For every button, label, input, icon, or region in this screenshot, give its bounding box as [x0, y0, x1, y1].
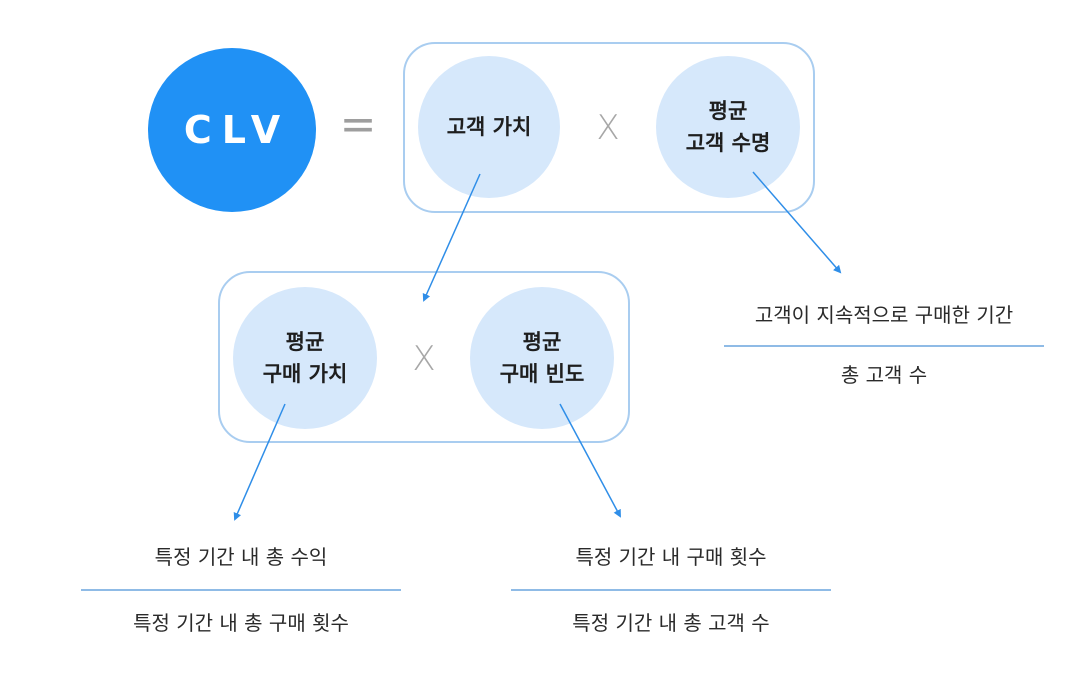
lifetime-denominator: 총 고객 수: [840, 363, 928, 387]
avg-lifetime-line2: 고객 수명: [685, 131, 771, 155]
times-sign-top: X: [596, 108, 620, 148]
purchase-value-fraction-bar: [81, 589, 401, 591]
lifetime-fraction-bar: [724, 345, 1044, 347]
avg-purchase-freq-line1: 평균: [522, 330, 562, 354]
avg-purchase-value-bubble: 평균 구매 가치: [233, 287, 377, 429]
purchase-freq-numerator: 특정 기간 내 구매 횟수: [575, 545, 767, 569]
avg-lifetime-line1: 평균: [708, 99, 748, 123]
clv-factors-box: [403, 42, 815, 213]
avg-lifetime-bubble: 평균 고객 수명: [656, 56, 800, 198]
customer-value-label: 고객 가치: [446, 115, 532, 139]
clv-circle: CLV: [148, 48, 316, 212]
avg-purchase-freq-line2: 구매 빈도: [499, 362, 585, 386]
times-sign-bottom: X: [412, 339, 436, 379]
equals-sign: =: [339, 99, 377, 150]
customer-value-bubble: 고객 가치: [418, 56, 560, 198]
purchase-freq-fraction-bar: [511, 589, 831, 591]
purchase-value-denominator: 특정 기간 내 총 구매 횟수: [133, 611, 349, 635]
avg-purchase-freq-bubble: 평균 구매 빈도: [470, 287, 614, 429]
avg-purchase-value-line1: 평균: [285, 330, 325, 354]
avg-purchase-value-line2: 구매 가치: [262, 362, 348, 386]
clv-label: CLV: [183, 108, 291, 152]
purchase-value-numerator: 특정 기간 내 총 수익: [154, 545, 328, 569]
purchase-freq-denominator: 특정 기간 내 총 고객 수: [572, 611, 770, 635]
lifetime-numerator: 고객이 지속적으로 구매한 기간: [754, 303, 1014, 327]
